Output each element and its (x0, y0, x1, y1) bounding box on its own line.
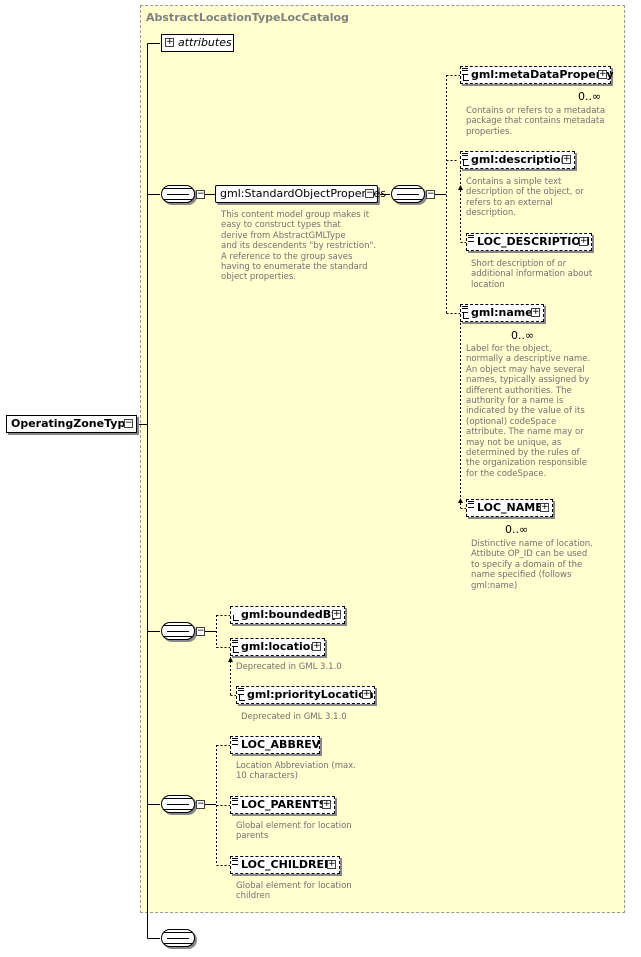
element-label: LOC_ABBREV (241, 738, 321, 751)
documentation-icon (462, 68, 468, 75)
element-description: Distinctive name of location. Attibute O… (471, 539, 593, 591)
element-label: LOC_CHILDREN (241, 858, 334, 871)
sequence-compositor-icon[interactable] (161, 929, 195, 947)
element-loc-children[interactable]: LOC_CHILDREN + (230, 856, 340, 874)
documentation-icon (232, 738, 238, 745)
minus-icon[interactable]: − (426, 189, 435, 199)
documentation-icon (232, 798, 238, 805)
plus-icon[interactable]: + (362, 689, 371, 699)
element-label: LOC_DESCRIPTION (477, 235, 590, 248)
element-loc-abbrev[interactable]: LOC_ABBREV (230, 736, 320, 754)
documentation-icon (462, 153, 468, 160)
element-label: gml:description (471, 153, 569, 166)
element-metadataproperty[interactable]: gml:metaDataProperty + (460, 66, 614, 84)
element-boundedby[interactable]: gml:boundedBy + (230, 606, 345, 624)
group-ref-standardobjectproperties[interactable]: gml:StandardObjectProperties − (215, 185, 386, 203)
reference-arrow-icon (233, 647, 239, 653)
element-name[interactable]: gml:name + (460, 304, 544, 322)
reference-arrow-icon (239, 695, 245, 701)
element-location[interactable]: gml:location + (230, 638, 325, 656)
element-description: Deprecated in GML 3.1.0 (236, 662, 342, 672)
element-label: gml:name (471, 306, 533, 319)
occurrence-label: 0..∞ (505, 523, 529, 536)
documentation-icon (232, 640, 238, 647)
element-label: gml:boundedBy (241, 608, 339, 621)
plus-icon[interactable]: + (598, 69, 607, 79)
plus-icon[interactable]: + (579, 236, 588, 246)
sequence-compositor-icon[interactable] (391, 185, 425, 203)
plus-icon[interactable]: + (165, 37, 174, 47)
reference-arrow-icon (463, 75, 469, 81)
plus-icon[interactable]: + (327, 859, 336, 869)
element-loc-name[interactable]: LOC_NAME + (466, 499, 553, 517)
element-prioritylocation[interactable]: gml:priorityLocation + (236, 686, 375, 704)
sequence-compositor-icon[interactable] (161, 795, 195, 813)
reference-arrow-icon (463, 313, 469, 319)
minus-icon[interactable]: − (365, 188, 374, 198)
element-description: Label for the object, normally a descrip… (466, 344, 591, 479)
root-element-label: OperatingZoneType (11, 417, 133, 430)
element-description: Deprecated in GML 3.1.0 (241, 712, 347, 722)
element-label: gml:location (241, 640, 319, 653)
minus-icon[interactable]: − (124, 418, 133, 428)
element-description: Short description of or additional infor… (471, 259, 593, 290)
plus-icon[interactable]: + (531, 307, 540, 317)
reference-arrow-icon (233, 615, 239, 621)
attributes-node[interactable]: + attributes (161, 34, 234, 52)
element-label: LOC_PARENTS (241, 798, 327, 811)
element-description: Contains or refers to a metadata package… (466, 106, 606, 137)
reference-arrow-icon (463, 160, 469, 166)
documentation-icon (468, 235, 474, 242)
occurrence-label: 0..∞ (578, 90, 602, 103)
occurrence-label: 0..∞ (511, 329, 535, 342)
element-description: Global element for location children (236, 881, 352, 902)
plus-icon[interactable]: + (332, 609, 341, 619)
minus-icon[interactable]: − (196, 189, 205, 199)
documentation-icon (462, 306, 468, 313)
documentation-icon (468, 501, 474, 508)
plus-icon[interactable]: + (322, 799, 331, 809)
element-loc-description[interactable]: LOC_DESCRIPTION + (466, 233, 592, 251)
element-label: gml:metaDataProperty (471, 68, 614, 81)
element-label: LOC_NAME (477, 501, 543, 514)
minus-icon[interactable]: − (196, 626, 205, 636)
sequence-compositor-icon[interactable] (161, 622, 195, 640)
element-description: Global element for location parents (236, 821, 352, 842)
element-loc-parents[interactable]: LOC_PARENTS + (230, 796, 335, 814)
sequence-compositor-icon[interactable] (161, 185, 195, 203)
group-ref-label: gml:StandardObjectProperties (220, 187, 386, 200)
element-label: gml:priorityLocation (247, 688, 374, 701)
group-title: AbstractLocationTypeLocCatalog (146, 11, 349, 24)
element-description: Location Abbreviation (max. 10 character… (236, 761, 356, 782)
documentation-icon (232, 858, 238, 865)
root-element-operatingzonetype[interactable]: OperatingZoneType − (6, 415, 137, 433)
element-description: Contains a simple text description of th… (466, 177, 584, 219)
plus-icon[interactable]: + (312, 641, 321, 651)
plus-icon[interactable]: + (562, 154, 571, 164)
group-ref-description: This content model group makes it easy t… (221, 210, 377, 283)
attributes-label: attributes (178, 36, 232, 49)
plus-icon[interactable]: + (540, 502, 549, 512)
documentation-icon (238, 688, 244, 695)
minus-icon[interactable]: − (196, 799, 205, 809)
element-description-node[interactable]: gml:description + (460, 151, 575, 169)
